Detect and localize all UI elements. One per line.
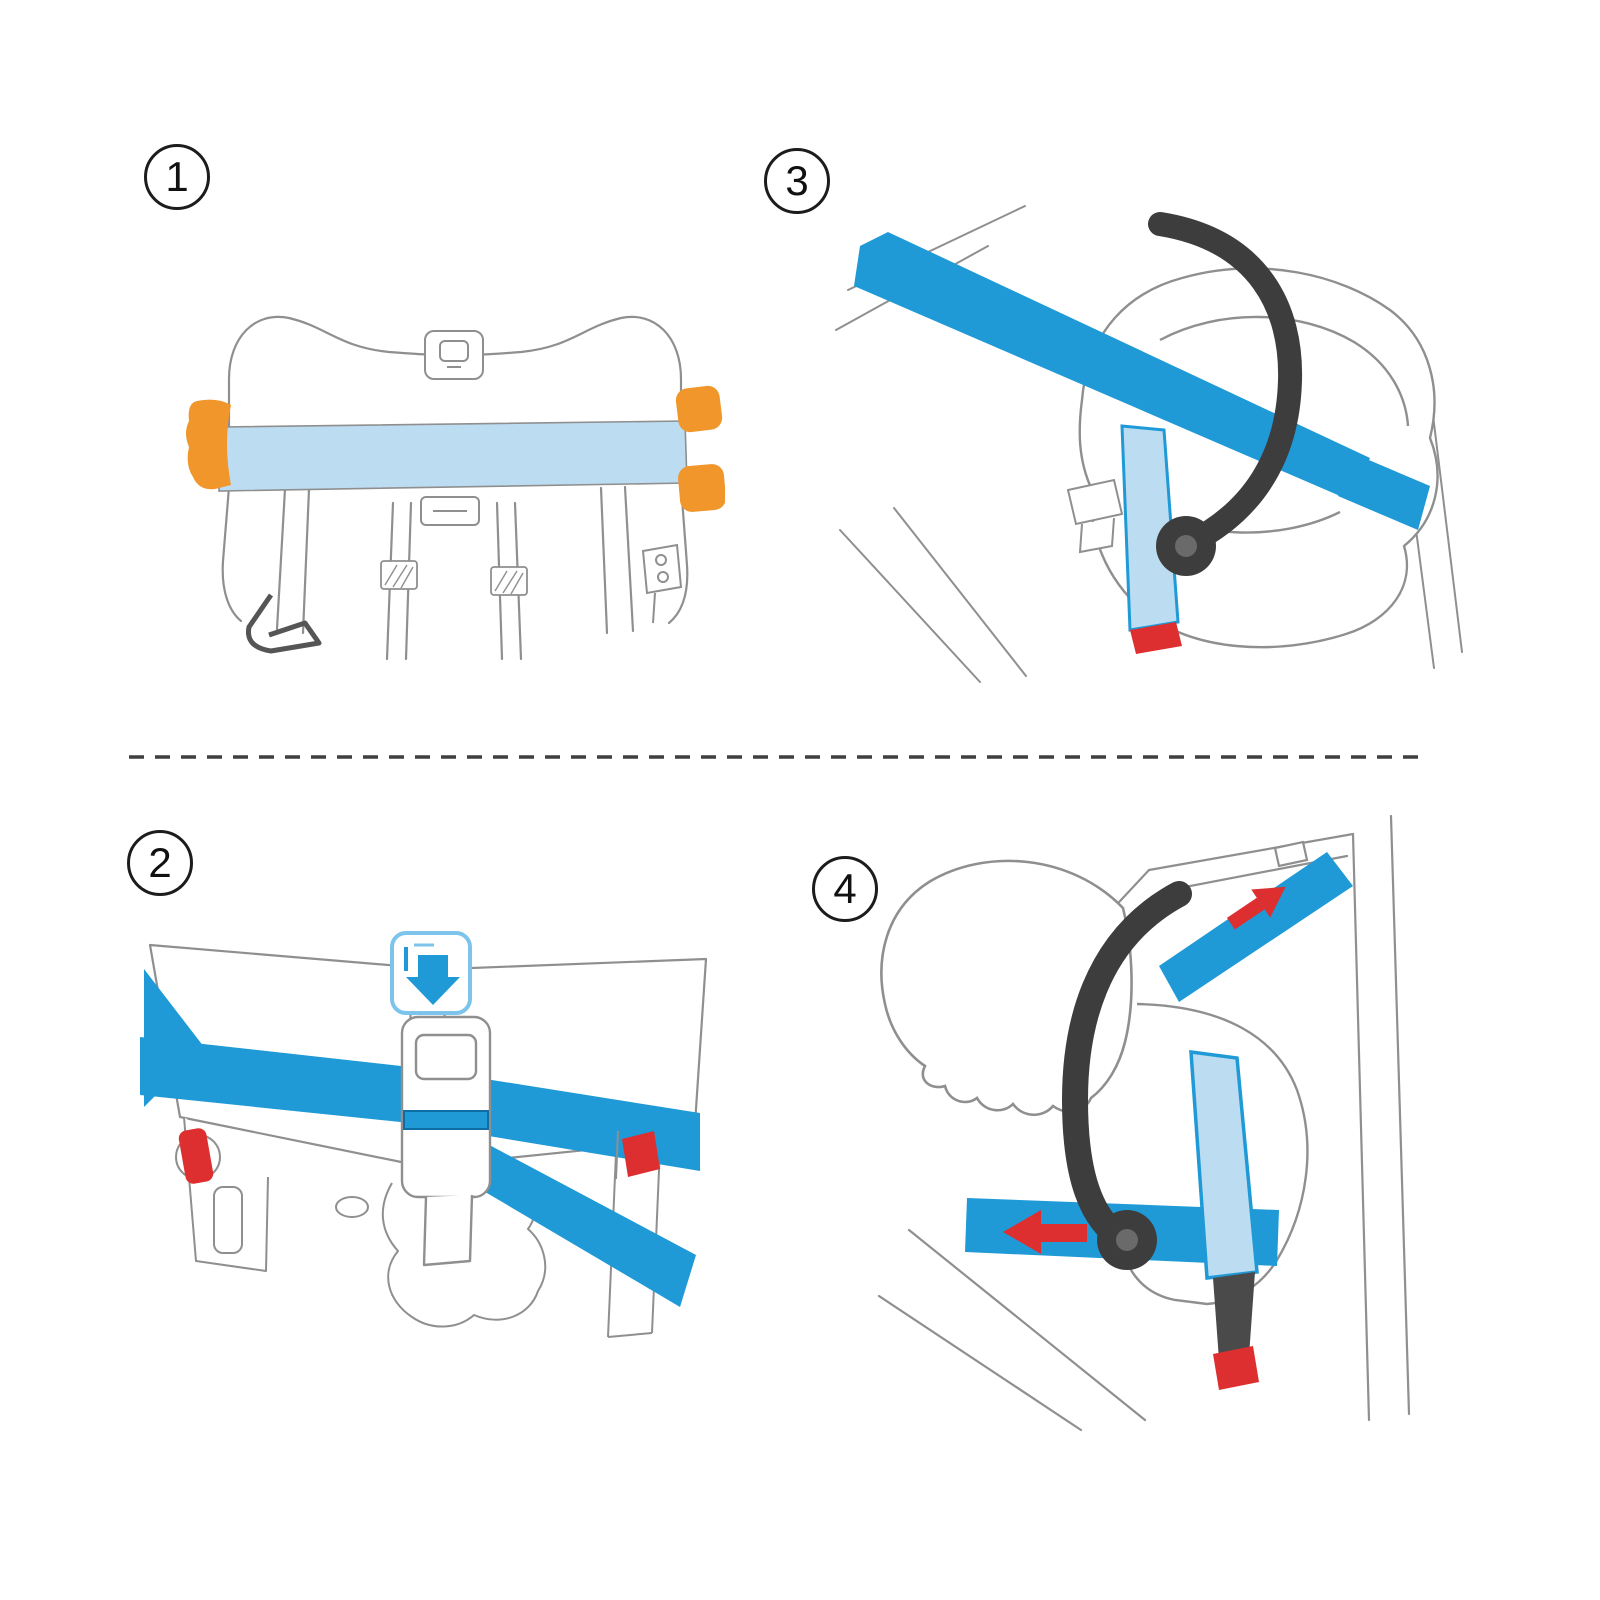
step-3-number: 3 [785,157,809,204]
belt-left-segment [140,1037,410,1123]
belt-lower-fold [470,1140,696,1307]
step-2-badge: 2 [127,830,193,896]
orange-guide-right-upper [675,385,723,433]
frame-hook-detail [245,593,322,654]
buckle-red-tip [1130,622,1182,654]
illustration-step-1-belt-through-guides [186,315,725,661]
handle-hub-button [1175,535,1197,557]
shoulder-belt-diagonal [854,232,1370,502]
buckle-strap-dark [1213,1272,1255,1360]
red-clip-right [615,1130,660,1180]
illustration-step-4-tighten-belt [877,814,1411,1432]
center-lockoff-clamp [400,1015,492,1267]
connector-hatching [384,564,524,595]
shoulder-belt-diagonal [1159,852,1353,1002]
step-4-badge: 4 [812,856,878,922]
orange-belt-guides [186,385,725,512]
side-bracket [641,543,683,624]
red-clip-left [178,1128,214,1184]
buckle-outline [1066,478,1124,554]
buckle-strap-light [1189,1049,1259,1280]
lap-belt-strap [1120,424,1180,632]
orange-guide-left [186,399,231,490]
step-1-number: 1 [165,153,189,200]
orange-guide-right-lower [678,464,725,512]
step-3-badge: 3 [764,148,830,214]
carry-handle [1148,212,1303,554]
section-divider-dashed-line [129,755,1421,759]
seat-frame-outline [221,315,689,661]
center-latch [424,330,484,380]
belt-through-clamp-slot [403,1110,489,1130]
illustration-step-3-route-belt-over-carrier [835,205,1463,683]
tighten-arrow-up-right [1226,886,1286,930]
belt-route-down-icon [390,931,472,1015]
tighten-arrow-left [1003,1210,1087,1254]
vehicle-seat-lines [877,814,1411,1432]
step-2-number: 2 [148,839,172,886]
illustration-step-2-belt-lockoff [140,931,708,1338]
step-4-number: 4 [833,865,857,912]
shoulder-belt-exit [1338,452,1430,530]
step-1-badge: 1 [144,144,210,210]
shoulder-belt-band [218,420,688,492]
frame-connector-blocks [380,560,528,596]
handle-hub-button [1116,1229,1138,1251]
lower-tab [420,496,480,526]
carry-handle [1061,881,1192,1251]
buckle-red-tip [1213,1346,1259,1390]
